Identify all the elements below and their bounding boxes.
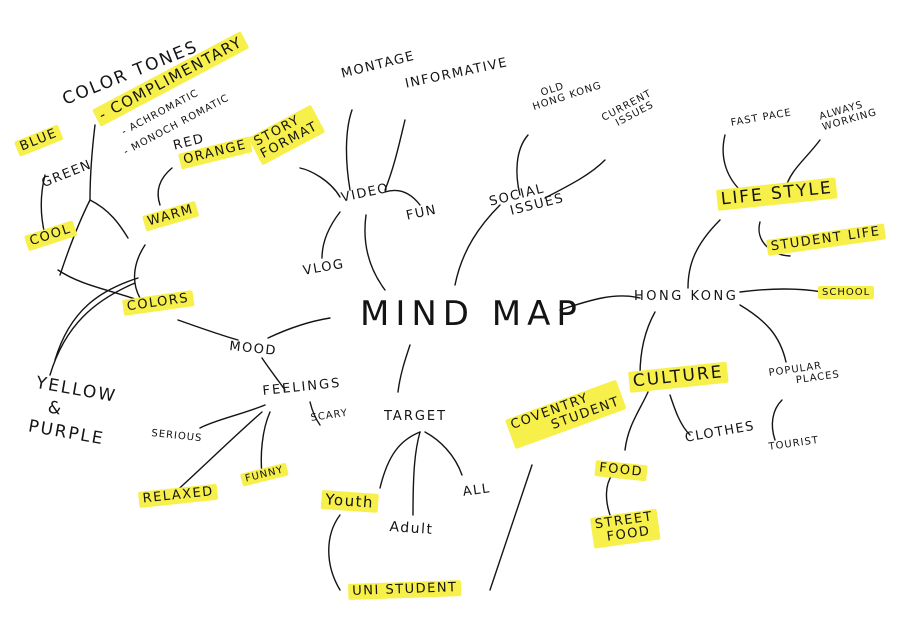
link-feelings-serious xyxy=(199,404,266,429)
link-colors-warm xyxy=(133,244,146,299)
link-social-current xyxy=(544,159,606,199)
center-title: MIND MAP xyxy=(360,294,583,334)
link-target-youth xyxy=(379,431,421,489)
link-feelings-scary xyxy=(309,401,321,426)
hong-kong-node: HONG KONG xyxy=(634,289,739,304)
link-popular-tourist xyxy=(771,399,783,441)
yellow-purple-node: YELLOW & PURPLE xyxy=(26,372,119,451)
link-culture-food xyxy=(624,391,649,451)
link-video-vlog xyxy=(321,211,341,259)
link-social-old xyxy=(516,134,529,196)
link-video-montage xyxy=(345,109,353,191)
link-hk-lifestyle xyxy=(687,219,721,289)
link-hk-culture xyxy=(639,311,656,376)
link-food-street xyxy=(605,474,613,516)
link-culture-clothes xyxy=(669,394,691,436)
link-youth-uni xyxy=(328,514,341,591)
youth-node: Youth xyxy=(320,490,379,513)
link-video-story xyxy=(299,167,341,198)
link-lifestyle-student xyxy=(758,221,791,257)
link-target-all xyxy=(424,431,463,476)
link-center-hongkong xyxy=(559,295,641,311)
link-center-social xyxy=(454,204,501,286)
school-node: SCHOOL xyxy=(818,286,875,299)
link-mood-colors xyxy=(177,319,239,341)
link-video-informative xyxy=(384,119,406,191)
adult-node: Adult xyxy=(388,519,434,539)
link-tones-fork-a xyxy=(89,124,96,201)
link-uni-coventry xyxy=(489,464,533,591)
target-node: TARGET xyxy=(384,409,448,424)
link-video-fun xyxy=(384,189,421,206)
link-colors-cool xyxy=(57,269,139,301)
link-hk-school xyxy=(739,288,823,293)
link-tones-fork-b xyxy=(89,199,129,239)
link-center-target xyxy=(397,344,411,393)
link-lifestyle-fast xyxy=(722,134,741,191)
link-warm-red xyxy=(157,167,173,206)
link-center-mood xyxy=(267,317,331,339)
link-center-video xyxy=(364,214,386,291)
link-hk-popular xyxy=(739,304,787,363)
link-feelings-funny xyxy=(260,411,271,476)
link-colors-yellowpurple xyxy=(54,277,139,361)
link-colors-yellowpurple-2 xyxy=(49,282,136,376)
link-target-adult xyxy=(412,431,421,516)
link-mood-feelings xyxy=(261,357,286,391)
